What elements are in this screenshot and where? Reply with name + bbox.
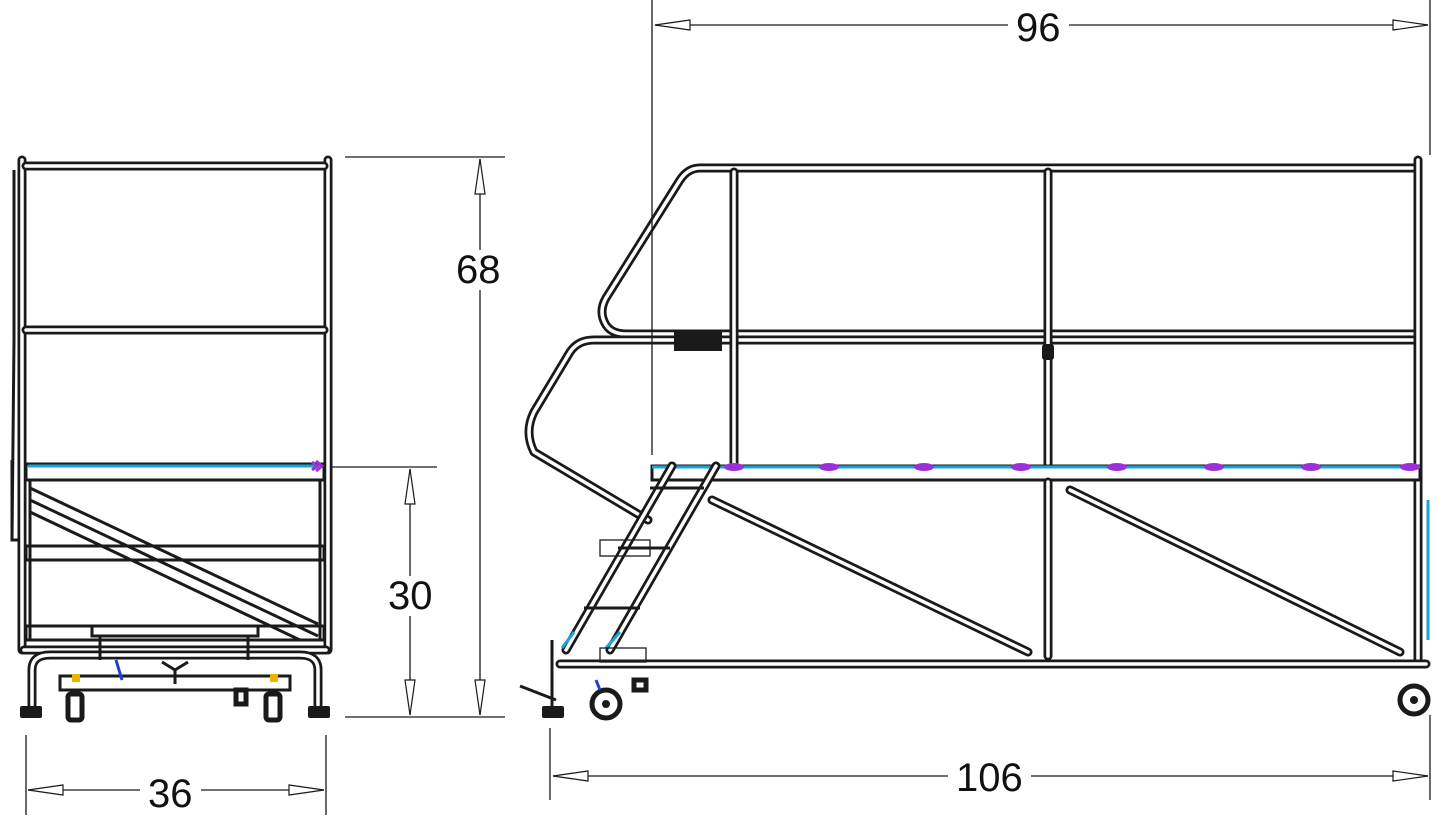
front-braces (29, 486, 319, 642)
dimension-front-width: 36 (140, 774, 201, 814)
side-posts (674, 155, 1423, 665)
side-platform (650, 463, 1430, 640)
dimension-total-height: 68 (448, 250, 509, 290)
dimension-overall-length: 106 (948, 758, 1031, 798)
side-base (519, 640, 1431, 721)
dimension-platform-height: 30 (380, 576, 441, 616)
side-view (519, 155, 1431, 721)
front-handrail (10, 155, 333, 655)
front-view (10, 155, 333, 723)
side-top-rail (524, 163, 1423, 525)
side-stairs (560, 461, 721, 655)
front-base (19, 624, 331, 723)
side-braces (707, 477, 1405, 661)
dimension-platform-length: 96 (1008, 8, 1069, 48)
front-platform (24, 459, 326, 642)
